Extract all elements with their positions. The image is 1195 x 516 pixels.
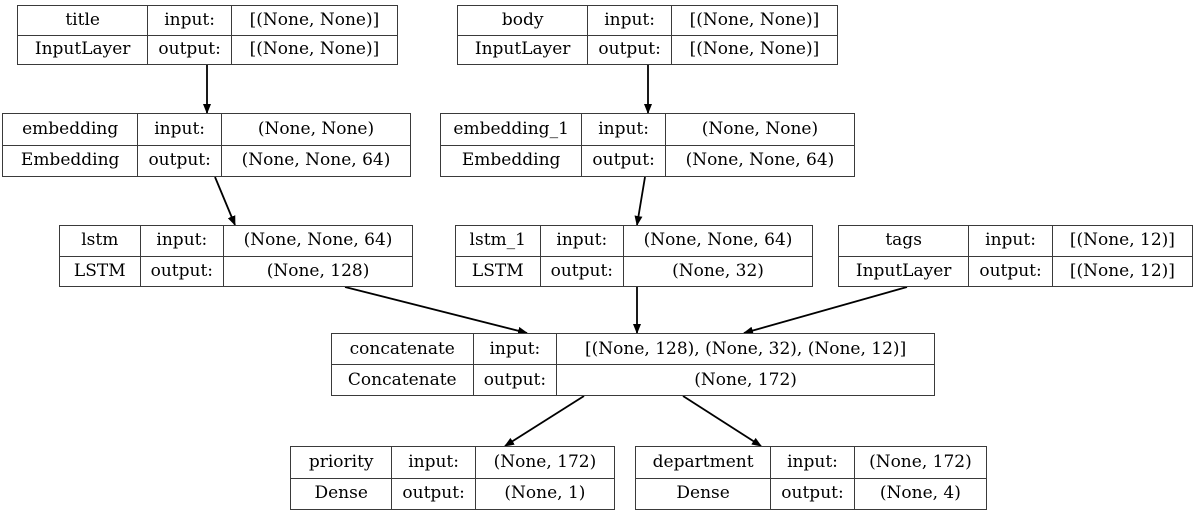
layer-name: lstm_1 — [456, 226, 541, 256]
layer-class: Concatenate — [332, 365, 474, 395]
layer-name: concatenate — [332, 334, 474, 364]
output-label: output: — [474, 365, 558, 395]
input-shape: [(None, None)] — [249, 9, 380, 30]
layer-class: InputLayer — [458, 35, 589, 64]
output-shape: (None, 1) — [504, 483, 586, 504]
output-shape: (None, None, 64) — [685, 150, 835, 171]
output-shape: (None, 4) — [879, 483, 961, 504]
input-shape: (None, None) — [701, 118, 819, 139]
edge-lstm-to-concatenate — [344, 286, 528, 335]
input-label: input: — [588, 6, 672, 35]
output-label: output: — [148, 35, 232, 64]
output-shape: [(None, None)] — [249, 39, 380, 60]
input-label: input: — [771, 447, 855, 478]
input-shape: (None, 172) — [493, 451, 597, 472]
output-label: output: — [588, 35, 672, 64]
layer-name: department — [636, 447, 772, 478]
input-label: input: — [969, 226, 1053, 256]
layer-name: embedding_1 — [441, 114, 583, 145]
input-label: input: — [138, 114, 222, 145]
output-label: output: — [582, 145, 666, 176]
output-shape: [(None, 12)] — [1069, 260, 1175, 281]
input-label: input: — [148, 6, 232, 35]
output-shape: (None, 128) — [266, 260, 370, 281]
edge-embedding-to-lstm — [214, 176, 236, 226]
layer-name: priority — [291, 447, 393, 478]
output-shape: (None, 172) — [694, 369, 797, 390]
input-shape: [(None, 12)] — [1069, 230, 1175, 251]
input-shape: [(None, None)] — [689, 9, 820, 30]
edge-embedding_1-to-lstm_1 — [634, 176, 646, 226]
edge-concatenate-to-department — [682, 395, 762, 447]
output-label: output: — [969, 256, 1053, 286]
edge-concatenate-to-priority — [504, 395, 585, 447]
layer-name: body — [458, 6, 589, 35]
input-shape: [(None, 128), (None, 32), (None, 12)] — [585, 338, 907, 359]
input-label: input: — [541, 226, 625, 256]
layer-class: Dense — [636, 478, 772, 509]
layer-class: InputLayer — [18, 35, 149, 64]
output-label: output: — [771, 478, 855, 509]
output-label: output: — [138, 145, 222, 176]
input-shape: (None, None) — [257, 118, 375, 139]
input-shape: (None, 172) — [869, 451, 972, 472]
layer-class: Dense — [291, 478, 393, 509]
layer-class: InputLayer — [839, 256, 970, 286]
layer-name: embedding — [3, 114, 139, 145]
layer-name: tags — [839, 226, 970, 256]
input-label: input: — [582, 114, 666, 145]
input-label: input: — [474, 334, 558, 364]
input-label: input: — [141, 226, 225, 256]
layer-class: LSTM — [456, 256, 541, 286]
layer-class: Embedding — [441, 145, 583, 176]
edge-tags-to-concatenate — [743, 286, 908, 335]
output-shape: (None, 32) — [672, 260, 764, 281]
layer-class: Embedding — [3, 145, 139, 176]
output-shape: [(None, None)] — [689, 39, 820, 60]
layer-name: title — [18, 6, 149, 35]
output-label: output: — [141, 256, 225, 286]
output-shape: (None, None, 64) — [241, 150, 391, 171]
layer-name: lstm — [60, 226, 141, 256]
output-label: output: — [392, 478, 476, 509]
layer-class: LSTM — [60, 256, 141, 286]
input-shape: (None, None, 64) — [243, 230, 393, 251]
input-label: input: — [392, 447, 476, 478]
input-shape: (None, None, 64) — [643, 230, 793, 251]
output-label: output: — [541, 256, 625, 286]
